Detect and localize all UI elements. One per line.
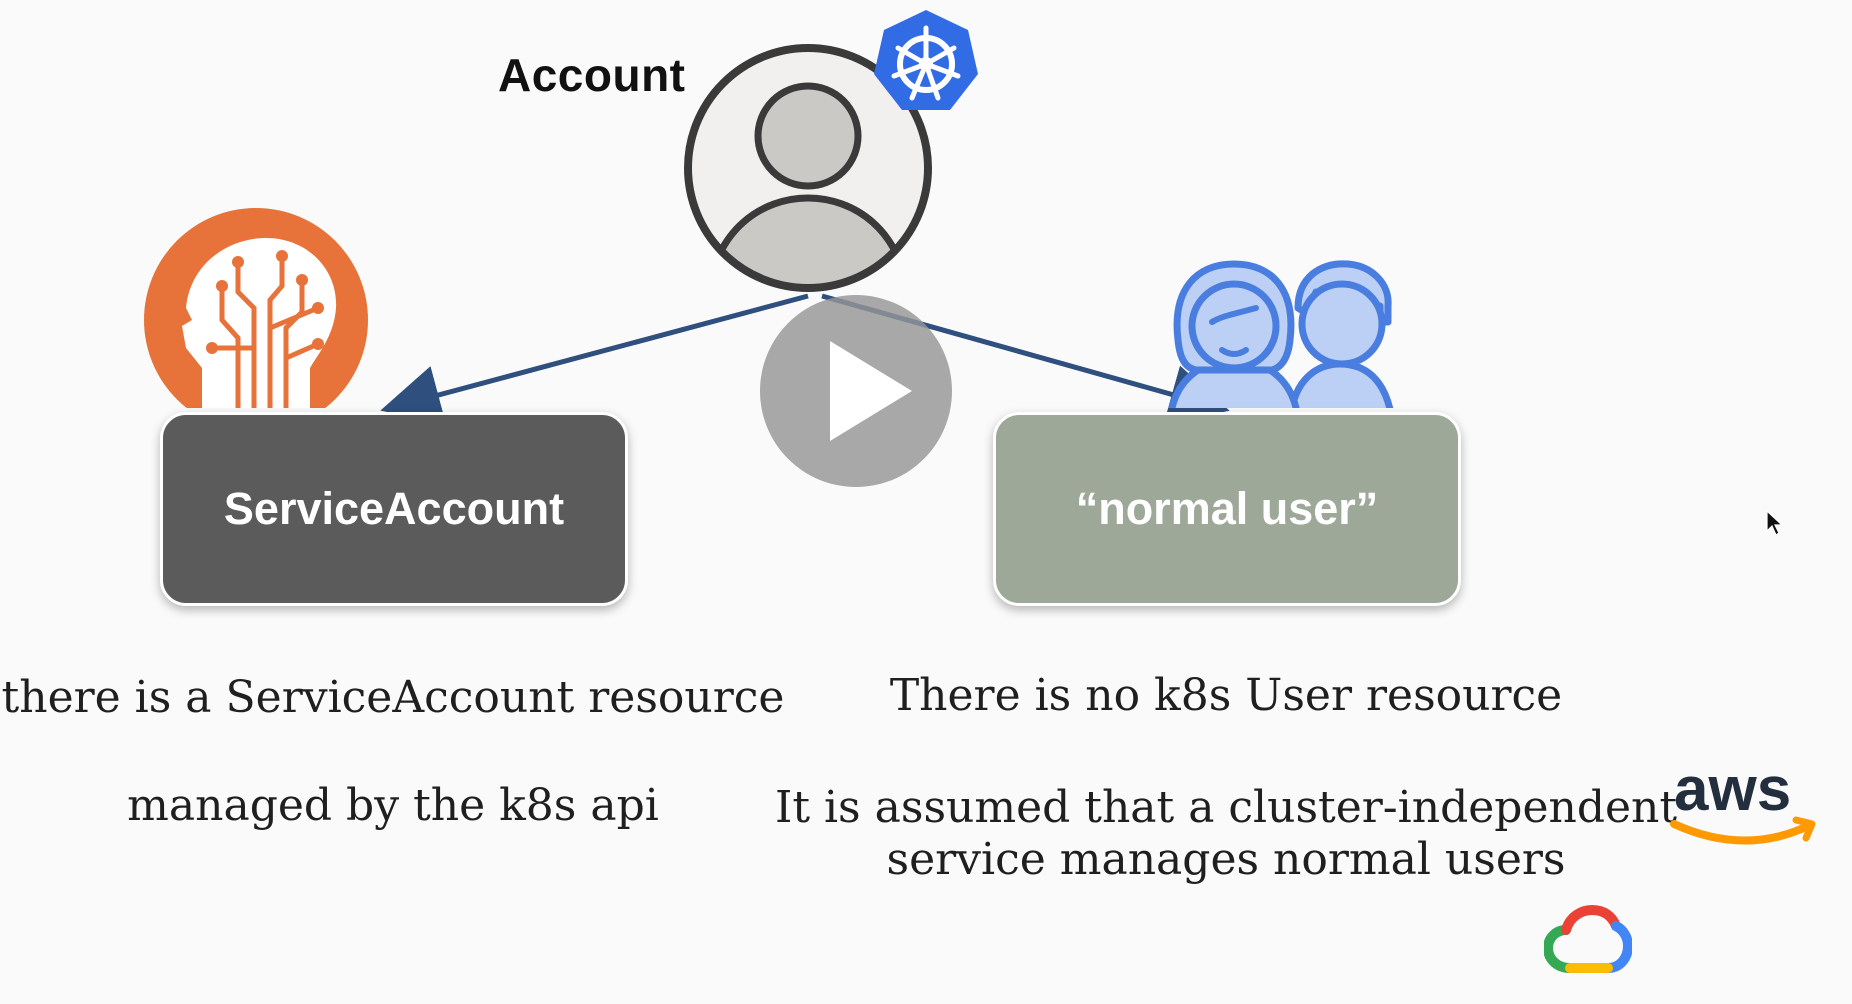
- serviceaccount-caption-line2: managed by the k8s api: [127, 780, 659, 831]
- serviceaccount-caption-line1: there is a ServiceAccount resource: [1, 672, 785, 723]
- users-group-icon: [1168, 260, 1394, 408]
- play-button[interactable]: [760, 295, 952, 487]
- normal-user-label: “normal user”: [1075, 483, 1379, 534]
- user-avatar-icon: [684, 44, 932, 292]
- normal-user-caption-line1: There is no k8s User resource: [889, 670, 1563, 721]
- normal-user-box: “normal user”: [993, 412, 1461, 606]
- normal-user-caption-line2b: service manages normal users: [886, 834, 1566, 885]
- normal-user-caption-line2: It is assumed that a cluster-independent…: [760, 782, 1692, 886]
- serviceaccount-label: ServiceAccount: [223, 483, 565, 534]
- kubernetes-helm-icon: [874, 10, 978, 110]
- normal-user-caption-line2a: It is assumed that a cluster-independent: [774, 782, 1678, 833]
- brain-circuit-icon: [144, 208, 368, 408]
- account-title: Account: [498, 49, 686, 101]
- aws-logo: aws: [1670, 755, 1816, 845]
- play-icon: [830, 341, 912, 441]
- aws-logo-text: aws: [1674, 755, 1791, 824]
- serviceaccount-box: ServiceAccount: [160, 412, 628, 606]
- arrow-to-serviceaccount: [380, 293, 809, 425]
- mouse-pointer-icon: [1766, 510, 1784, 536]
- google-cloud-logo: [1544, 904, 1632, 973]
